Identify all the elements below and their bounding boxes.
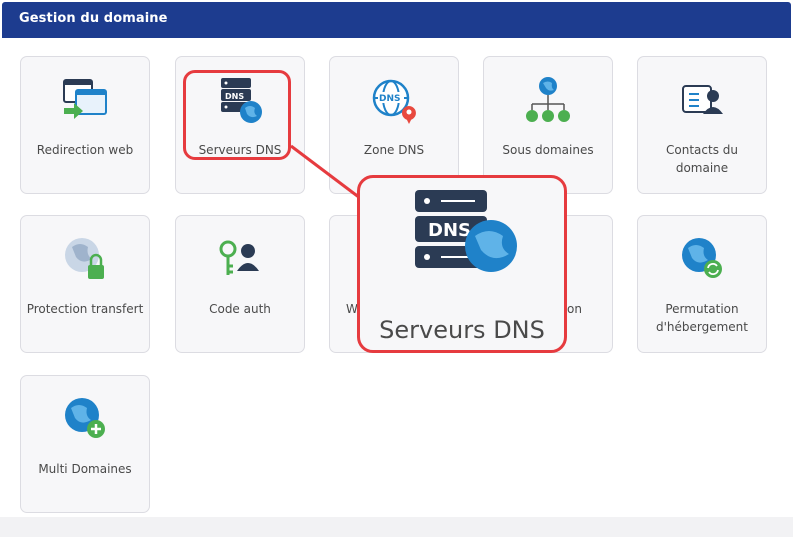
tile-auth-code[interactable]: Code auth [175,215,305,353]
tile-label: Contacts du domaine [666,143,738,175]
tile-domain-contacts[interactable]: Contacts du domaine [637,56,767,194]
web-redirect-icon [63,79,107,119]
tile-label: Multi Domaines [38,462,132,476]
tile-label: Permutation d'hébergement [655,302,748,334]
tile-hosting-swap[interactable]: Permutation d'hébergement [637,215,767,353]
dns-server-icon: DNS [221,78,262,123]
tile-label: Code auth [209,302,271,316]
tile-label: Sous domaines [502,143,594,157]
svg-text:DNS: DNS [225,92,244,101]
dns-highlight-box [183,70,291,160]
subdomains-icon [526,77,570,122]
tile-label: Zone DNS [363,143,425,157]
panel-title: Gestion du domaine [19,11,168,26]
zoom-callout: DNS Serveurs DNS [357,175,567,353]
hosting-swap-icon [682,238,722,278]
tile-label: W [346,302,358,316]
transfer-lock-icon [65,238,104,279]
auth-code-icon [219,240,259,275]
zoom-label: Serveurs DNS [379,316,545,344]
tile-label: Redirection web [36,143,134,157]
tile-subdomains[interactable]: Sous domaines [483,56,613,194]
domain-contacts-icon [682,85,723,114]
svg-text:DNS: DNS [379,94,401,104]
multi-domains-icon [65,398,105,438]
svg-text:DNS: DNS [428,220,471,241]
dns-server-icon: DNS [415,190,517,272]
dns-zone-icon: DNS [372,79,416,124]
tile-dns-zone[interactable]: DNS Zone DNS [329,56,459,194]
panel-header: Gestion du domaine [2,2,791,38]
tile-label: Serveurs DNS [198,143,282,157]
tile-transfer-protection[interactable]: Protection transfert [20,215,150,353]
tile-label: Protection transfert [26,302,144,316]
tile-multi-domains[interactable]: Multi Domaines [20,375,150,513]
tile-label: on [567,302,582,316]
tile-web-redirect[interactable]: Redirection web [20,56,150,194]
